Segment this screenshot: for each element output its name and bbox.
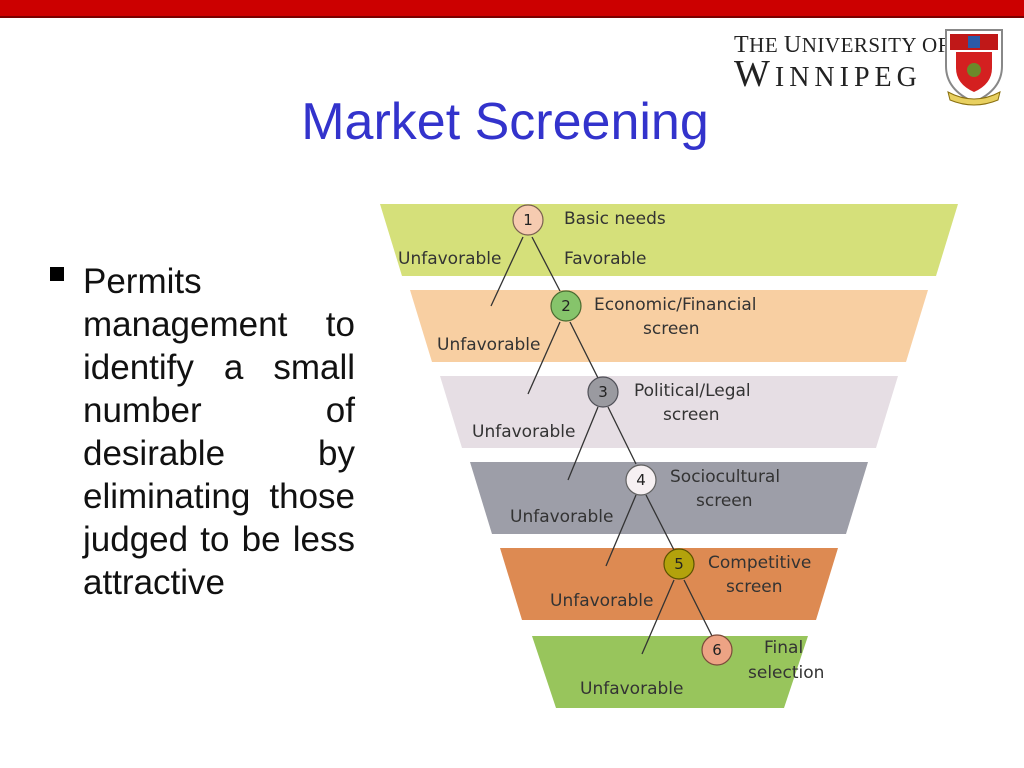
top-bar-shadow [0,16,1024,18]
stage-6-unfavorable: Unfavorable [580,679,683,699]
stage-6-number: 6 [712,641,722,659]
university-crest-icon [945,29,1003,106]
stage-2-unfavorable: Unfavorable [437,335,540,355]
stage-1-unfavorable: Unfavorable [398,249,501,269]
stage-2-circle [550,290,582,322]
stage-6-label-line-2: selection [748,663,824,683]
stage-5-label-line-1: Competitive [708,553,811,573]
stage-1-number: 1 [523,211,533,229]
stage-4-label-line-2: screen [696,491,753,511]
stage-3-number: 3 [598,383,608,401]
funnel-band-4 [470,462,868,534]
stage-5-circle [663,548,695,580]
stage-4-number: 4 [636,471,646,489]
stage-4-circle [625,464,657,496]
stage-5-label-line-2: screen [726,577,783,597]
stage-1-favorable: Favorable [564,249,646,269]
logo-line-2: WINNIPEG [734,53,922,95]
stage-4-unfavorable: Unfavorable [510,507,613,527]
stage-1-label: Basic needs [564,209,666,229]
logo-line-1: THE UNIVERSITY OF [734,32,950,58]
stage-4-label-line-1: Sociocultural [670,467,780,487]
funnel-band-5 [500,548,838,620]
bullet-square-icon [50,267,64,281]
stage-1-circle [512,204,544,236]
stage-3-circle [587,376,619,408]
stage-5-unfavorable: Unfavorable [550,591,653,611]
funnel-band-6 [532,636,808,708]
top-red-bar [0,0,1024,16]
stage-3-label-line-1: Political/Legal [634,381,751,401]
stage-3-label-line-2: screen [663,405,720,425]
stage-6-label-line-1: Final [764,638,803,658]
stage-2-number: 2 [561,297,571,315]
bullet-item: Permits management to identify a small n… [83,262,355,602]
stage-2-label-line-2: screen [643,319,700,339]
funnel-band-2 [410,290,928,362]
stage-6-circle [701,634,733,666]
stage-2-label-line-1: Economic/Financial [594,295,756,315]
decision-lines [490,236,713,655]
stage-3-unfavorable: Unfavorable [472,422,575,442]
university-logo: THE UNIVERSITY OF WINNIPEG [728,26,1013,106]
market-screening-funnel: 1 2 3 4 5 6 Basic needs Economic/Financi… [380,204,958,708]
funnel-band-3 [440,376,898,448]
slide-title: Market Screening [301,93,709,151]
stage-5-number: 5 [674,555,684,573]
